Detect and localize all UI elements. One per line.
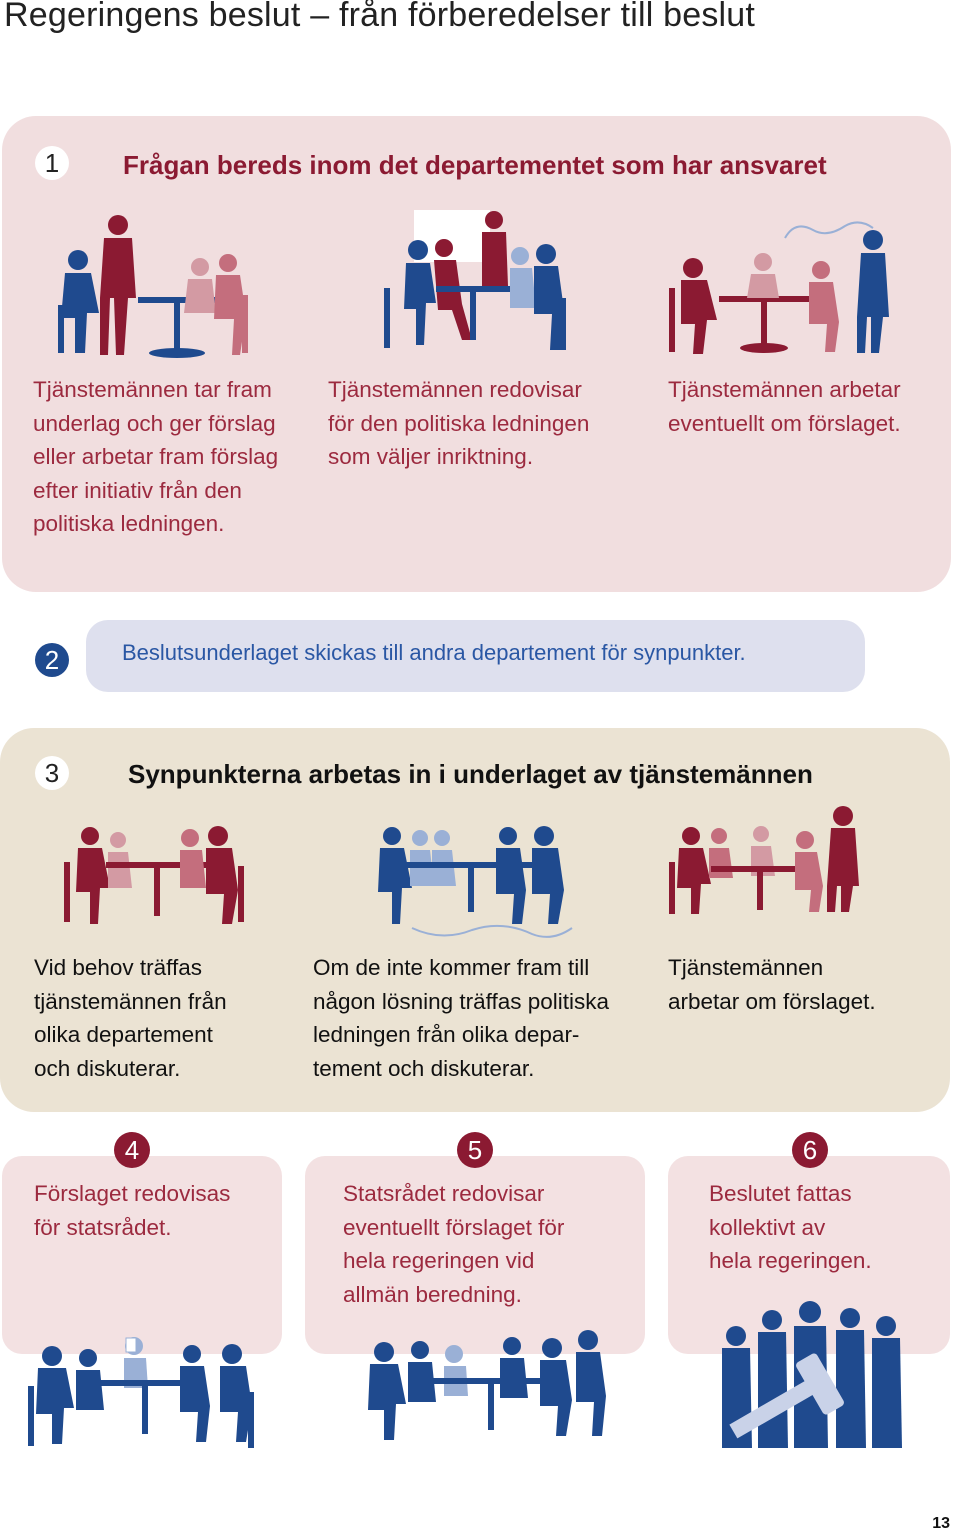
step3-item2-text: Om de inte kommer fram till någon lösnin…	[313, 955, 610, 1081]
page-title: Regeringens beslut – från förberedelser …	[4, 0, 756, 34]
step2-number: 2	[35, 643, 69, 677]
step1-item1-text: Tjänstemännen tar fram underlag och ger …	[33, 377, 279, 536]
step3-number: 3	[35, 756, 69, 790]
step5-card	[305, 1156, 645, 1354]
step2-text: Beslutsunderlaget skickas till andra dep…	[122, 640, 746, 665]
step3-item1-text: Vid behov träffas tjänstemännen från oli…	[34, 955, 227, 1081]
step1-number: 1	[35, 146, 69, 180]
step1-heading: Frågan bereds inom det departementet som…	[123, 150, 827, 180]
step4-number: 4	[114, 1132, 150, 1168]
step5-number: 5	[457, 1132, 493, 1168]
step3-heading: Synpunkterna arbetas in i underlaget av …	[128, 759, 813, 789]
step3-scene2-illustration	[378, 826, 573, 938]
step6-illustration	[722, 1301, 902, 1448]
step1-scene1-illustration	[58, 215, 248, 358]
step6-text: Beslutet fattas kollektivt av hela reger…	[709, 1181, 872, 1273]
step5-text: Statsrådet redovisar eventuellt förslage…	[343, 1181, 565, 1307]
step5-illustration	[368, 1330, 606, 1440]
step1-item2-text: Tjänstemännen redovisar för den politisk…	[328, 377, 590, 469]
step3-scene1-illustration	[64, 826, 244, 924]
step1-scene2-illustration	[384, 210, 566, 350]
step3-panel	[0, 728, 950, 1112]
step4-text: Förslaget redovisas för statsrådet.	[34, 1181, 231, 1240]
step1-scene3-illustration	[669, 221, 889, 354]
page-number: 13	[932, 1515, 950, 1532]
step3-scene3-illustration	[669, 806, 859, 914]
step2-panel	[86, 620, 865, 692]
step6-number: 6	[792, 1132, 828, 1168]
step4-card	[2, 1156, 282, 1354]
step1-item3-text: Tjänstemännen arbetar eventuellt om förs…	[668, 377, 901, 436]
step4-illustration	[28, 1337, 254, 1448]
step3-item3-text: Tjänstemännen arbetar om förslaget.	[668, 955, 876, 1014]
